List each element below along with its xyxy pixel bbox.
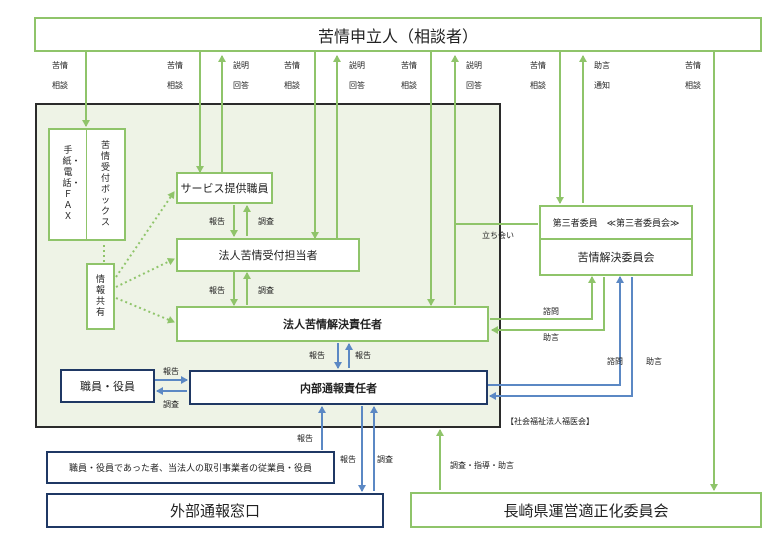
inquiry-label: 諮問 <box>543 307 559 316</box>
complainant-box: 苦情申立人（相談者） <box>34 17 762 52</box>
service-staff-box: サービス提供職員 <box>176 172 273 204</box>
top-label: 説明回答 <box>233 61 249 90</box>
report-label: 報告 <box>209 286 225 295</box>
investigate-label: 調査 <box>377 455 393 464</box>
investigate-label: 調査 <box>258 217 274 226</box>
top-label: 苦情相談 <box>52 61 68 90</box>
top-label: 説明回答 <box>466 61 482 90</box>
info-share-label: 情報共有 <box>95 274 105 318</box>
top-label: 苦情相談 <box>167 61 183 90</box>
investigate-guide-advise-label: 調査・指導・助言 <box>450 461 514 470</box>
report-label: 報告 <box>163 367 179 376</box>
external-window-box: 外部通報窓口 <box>46 493 384 528</box>
third-party-box: 第三者委員 ≪第三者委員会≫ <box>539 205 693 240</box>
internal-report-chief-box: 内部通報責任者 <box>189 370 488 405</box>
report-label: 報告 <box>309 351 325 360</box>
top-label: 苦情相談 <box>530 61 546 90</box>
top-label: 苦情相談 <box>685 61 701 90</box>
staff-officers-label: 職員・役員 <box>80 380 135 393</box>
letter-fax-box: 手紙・電話・ＦＡＸ <box>48 128 88 241</box>
inner-region-caption: 【社会福祉法人福医会】 <box>506 417 594 426</box>
info-share-box: 情報共有 <box>86 263 115 330</box>
former-staff-label: 職員・役員であった者、当法人の取引事業者の従業員・役員 <box>69 464 312 474</box>
former-staff-box: 職員・役員であった者、当法人の取引事業者の従業員・役員 <box>46 451 335 484</box>
internal-report-chief-label: 内部通報責任者 <box>300 381 377 395</box>
top-label: 苦情相談 <box>401 61 417 90</box>
report-label: 報告 <box>297 434 313 443</box>
external-window-label: 外部通報窓口 <box>169 502 260 520</box>
inquiry-label: 諮問 <box>607 357 623 366</box>
investigate-label: 調査 <box>258 286 274 295</box>
report-label: 報告 <box>340 455 356 464</box>
top-label: 助言通知 <box>594 61 610 90</box>
third-party-label: 第三者委員 ≪第三者委員会≫ <box>552 219 680 229</box>
top-label: 苦情相談 <box>284 61 300 90</box>
nagasaki-committee-label: 長崎県運営適正化委員会 <box>503 501 669 520</box>
report-label: 報告 <box>209 217 225 226</box>
resolution-chief-label: 法人苦情解決責任者 <box>283 318 382 331</box>
investigate-label: 調査 <box>163 400 179 409</box>
staff-officers-box: 職員・役員 <box>60 369 155 403</box>
complaint-box-label: 苦情受付ボックス <box>100 140 110 228</box>
top-label: 説明回答 <box>349 61 365 90</box>
advice-label: 助言 <box>543 333 559 342</box>
attend-label: 立ち会い <box>482 231 514 240</box>
complainant-title: 苦情申立人（相談者） <box>317 26 478 46</box>
complaint-box-box: 苦情受付ボックス <box>86 128 126 241</box>
complaint-receiver-label: 法人苦情受付担当者 <box>218 249 318 262</box>
report-label: 報告 <box>355 351 371 360</box>
nagasaki-committee-box: 長崎県運営適正化委員会 <box>410 492 762 528</box>
resolution-chief-box: 法人苦情解決責任者 <box>176 306 489 342</box>
service-staff-label: サービス提供職員 <box>180 182 269 195</box>
resolution-committee-label: 苦情解決委員会 <box>577 251 655 264</box>
advice-label: 助言 <box>646 357 662 366</box>
complaint-receiver-box: 法人苦情受付担当者 <box>176 238 360 272</box>
letter-fax-label: 手紙・電話・ＦＡＸ <box>62 146 81 222</box>
resolution-committee-box: 苦情解決委員会 <box>539 238 693 276</box>
